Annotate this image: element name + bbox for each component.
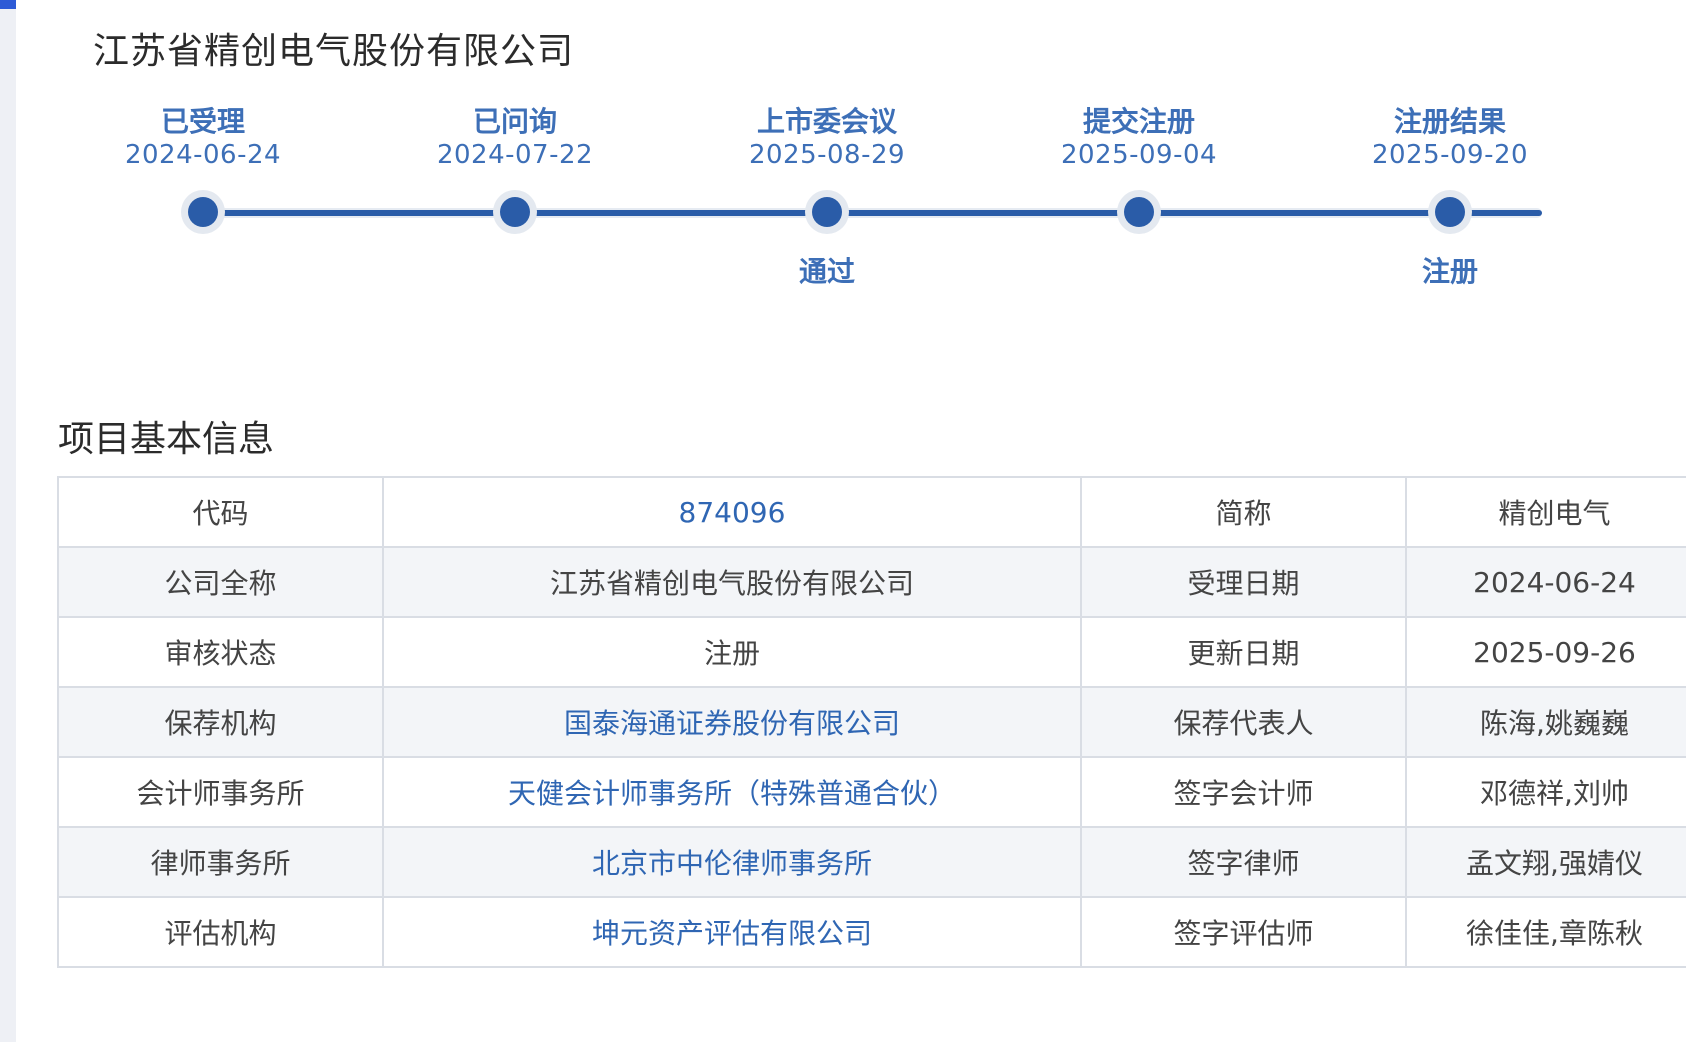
timeline-progress [203, 210, 1542, 216]
step-label: 已受理 [160, 105, 245, 138]
sponsor-link[interactable]: 国泰海通证券股份有限公司 [382, 686, 1082, 758]
accept-date-value: 2024-06-24 [1405, 546, 1686, 618]
active-indicator [0, 0, 16, 9]
project-info-table: 代码 874096 简称 精创电气 公司全称 江苏省精创电气股份有限公司 受理日… [57, 476, 1686, 968]
step-result: 通过 [798, 255, 855, 288]
step-node [181, 190, 225, 234]
field-label-full-name: 公司全称 [57, 546, 384, 618]
field-label-appraisal-firm: 评估机构 [57, 896, 384, 968]
step-node [1117, 190, 1161, 234]
field-label-sponsor-rep: 保荐代表人 [1080, 686, 1407, 758]
field-label-code: 代码 [57, 476, 384, 548]
table-row: 审核状态 注册 更新日期 2025-09-26 [57, 616, 1686, 688]
signing-appraiser-value: 徐佳佳,章陈秋 [1405, 896, 1686, 968]
step-node [805, 190, 849, 234]
table-row: 律师事务所 北京市中伦律师事务所 签字律师 孟文翔,强婧仪 [57, 826, 1686, 898]
table-row: 评估机构 坤元资产评估有限公司 签字评估师 徐佳佳,章陈秋 [57, 896, 1686, 968]
full-name-value: 江苏省精创电气股份有限公司 [382, 546, 1082, 618]
law-firm-link[interactable]: 北京市中伦律师事务所 [382, 826, 1082, 898]
table-row: 会计师事务所 天健会计师事务所（特殊普通合伙） 签字会计师 邓德祥,刘帅 [57, 756, 1686, 828]
step-label: 注册结果 [1393, 105, 1506, 138]
table-row: 公司全称 江苏省精创电气股份有限公司 受理日期 2024-06-24 [57, 546, 1686, 618]
field-label-review-status: 审核状态 [57, 616, 384, 688]
step-result: 注册 [1421, 255, 1478, 288]
update-date-value: 2025-09-26 [1405, 616, 1686, 688]
field-label-accept-date: 受理日期 [1080, 546, 1407, 618]
field-label-update-date: 更新日期 [1080, 616, 1407, 688]
step-label: 上市委会议 [756, 105, 897, 138]
field-label-signing-lawyer: 签字律师 [1080, 826, 1407, 898]
step-date: 2024-06-24 [124, 140, 282, 170]
signing-accountant-value: 邓德祥,刘帅 [1405, 756, 1686, 828]
sponsor-rep-value: 陈海,姚巍巍 [1405, 686, 1686, 758]
appraisal-firm-link[interactable]: 坤元资产评估有限公司 [382, 896, 1082, 968]
field-label-short-name: 简称 [1080, 476, 1407, 548]
review-status-value: 注册 [382, 616, 1082, 688]
step-node [1428, 190, 1472, 234]
field-label-sponsor: 保荐机构 [57, 686, 384, 758]
accounting-firm-link[interactable]: 天健会计师事务所（特殊普通合伙） [382, 756, 1082, 828]
main-panel: 江苏省精创电气股份有限公司 已受理 2024-06-24 已问询 2024-07… [16, 0, 1686, 1042]
step-node [493, 190, 537, 234]
stock-code-link[interactable]: 874096 [382, 476, 1082, 548]
table-row: 保荐机构 国泰海通证券股份有限公司 保荐代表人 陈海,姚巍巍 [57, 686, 1686, 758]
field-label-signing-accountant: 签字会计师 [1080, 756, 1407, 828]
step-label: 提交注册 [1082, 105, 1195, 138]
step-date: 2025-09-04 [1060, 140, 1218, 170]
signing-lawyer-value: 孟文翔,强婧仪 [1405, 826, 1686, 898]
step-label: 已问询 [472, 105, 557, 138]
field-label-law-firm: 律师事务所 [57, 826, 384, 898]
step-date: 2025-08-29 [748, 140, 906, 170]
left-sidebar-strip [0, 0, 16, 1042]
step-date: 2025-09-20 [1371, 140, 1529, 170]
review-progress-timeline: 已受理 2024-06-24 已问询 2024-07-22 上市委会议 2025… [16, 0, 1686, 320]
short-name-value: 精创电气 [1405, 476, 1686, 548]
section-title: 项目基本信息 [58, 419, 275, 460]
step-date: 2024-07-22 [436, 140, 594, 170]
field-label-signing-appraiser: 签字评估师 [1080, 896, 1407, 968]
company-title: 江苏省精创电气股份有限公司 [93, 31, 575, 72]
field-label-accounting-firm: 会计师事务所 [57, 756, 384, 828]
table-row: 代码 874096 简称 精创电气 [57, 476, 1686, 548]
